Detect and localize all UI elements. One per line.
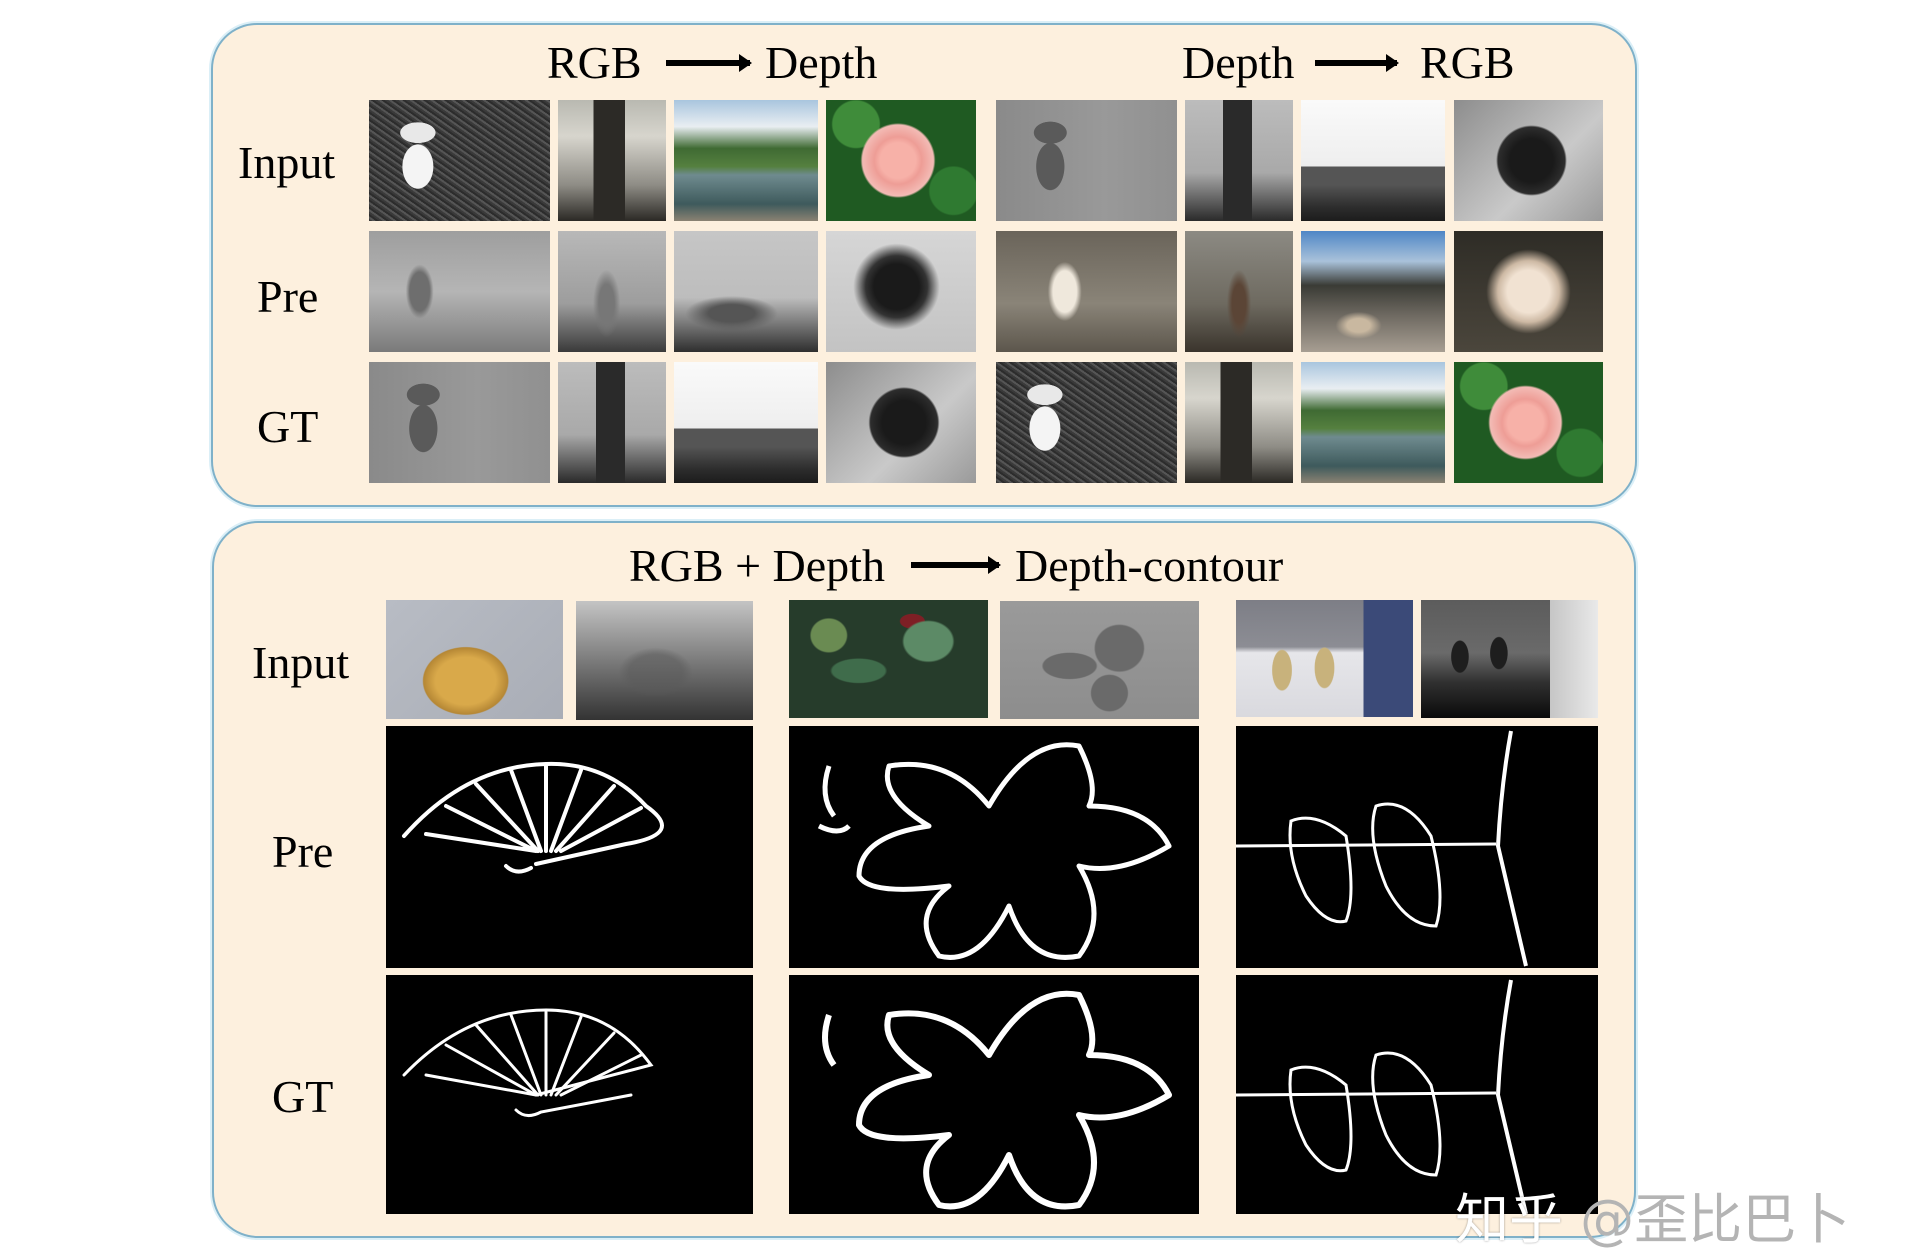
input-depth-skull-image: [1421, 600, 1598, 718]
watermark: 知乎 @歪比巴卜: [1455, 1190, 1850, 1250]
gt-rgb-tower-image: [1185, 362, 1293, 483]
input-rgb-rose-image: [826, 100, 976, 221]
row-label-pre: Pre: [272, 826, 334, 877]
gt-rgb-lake-image: [1301, 362, 1445, 483]
input-rgb-cat-image: [369, 100, 550, 221]
pre-rgb-rose-image: [1454, 231, 1603, 352]
pre-fan-contour-image: [386, 726, 753, 968]
gt-depth-tower-image: [558, 362, 666, 483]
watermark-platform: 知乎: [1455, 1188, 1563, 1251]
gt-skull-contour-image: [1236, 975, 1598, 1214]
pre-depth-lake-image: [674, 231, 818, 352]
pre-depth-cat-image: [369, 231, 550, 352]
input-rgb-skull-image: [1236, 600, 1413, 717]
input-rgb-lake-image: [674, 100, 818, 221]
input-rgb-plant-image: [789, 600, 988, 718]
row-label-input: Input: [252, 637, 350, 688]
row-label-gt: GT: [272, 1071, 334, 1122]
gt-plant-contour-image: [789, 975, 1199, 1214]
pre-depth-rose-image: [826, 231, 976, 352]
pre-rgb-tower-image: [1185, 231, 1293, 352]
arrow-icon: [911, 556, 1001, 574]
row-label-input: Input: [238, 137, 336, 188]
arrow-icon: [666, 54, 752, 72]
gt-depth-lake-image: [674, 362, 818, 483]
input-rgb-fan-image: [386, 600, 563, 719]
gt-rgb-cat-image: [996, 362, 1177, 483]
input-depth-tower-image: [1185, 100, 1293, 221]
depth-to-rgb-title-from: Depth: [1182, 37, 1295, 88]
watermark-handle: @歪比巴卜: [1580, 1188, 1851, 1251]
pre-skull-contour-image: [1236, 726, 1598, 968]
rgb-to-depth-title-from: RGB: [547, 37, 642, 88]
input-depth-plant-image: [1000, 601, 1199, 719]
input-depth-rose-image: [1454, 100, 1603, 221]
contour-title-from: RGB + Depth: [629, 540, 885, 591]
input-depth-lake-image: [1301, 100, 1445, 221]
pre-plant-contour-image: [789, 726, 1199, 968]
input-depth-fan-image: [576, 601, 753, 720]
gt-depth-rose-image: [826, 362, 976, 483]
depth-to-rgb-title-to: RGB: [1420, 37, 1515, 88]
rgb-to-depth-title-to: Depth: [765, 37, 878, 88]
row-label-gt: GT: [257, 401, 319, 452]
arrow-icon: [1315, 54, 1399, 72]
input-rgb-tower-image: [558, 100, 666, 221]
gt-rgb-rose-image: [1454, 362, 1603, 483]
pre-rgb-lake-image: [1301, 231, 1445, 352]
pre-depth-tower-image: [558, 231, 666, 352]
contour-title-to: Depth-contour: [1015, 540, 1284, 591]
input-depth-cat-image: [996, 100, 1177, 221]
gt-fan-contour-image: [386, 975, 753, 1214]
row-label-pre: Pre: [257, 271, 319, 322]
pre-rgb-cat-image: [996, 231, 1177, 352]
gt-depth-cat-image: [369, 362, 550, 483]
